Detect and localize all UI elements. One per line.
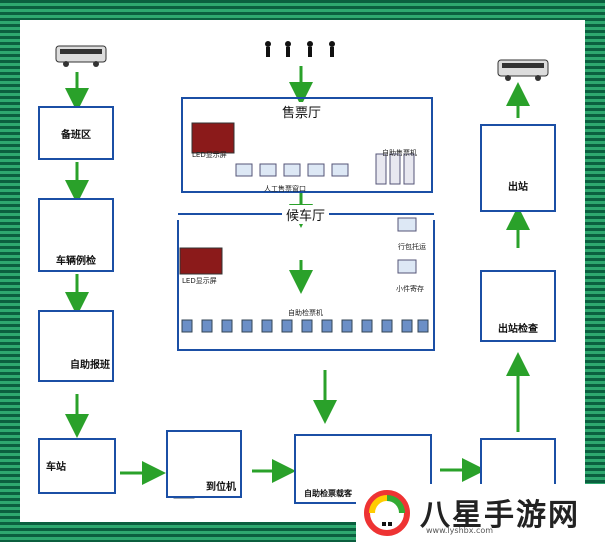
self-report-box: 自助报班 [38,310,114,382]
watermark-url: www.lyshbx.com [426,526,494,535]
ticket-led-label: LED显示屏 [192,151,227,159]
watermark-logo-icon [364,490,410,536]
watermark-text: 八星手游网 [420,498,580,533]
dispatch-box: 备班区 [38,106,114,160]
ticket-gates-icon [181,319,429,333]
luggage-label: 行包托运 [398,243,426,251]
exit-check-label: 出站检查 [498,324,538,335]
ticket-hall-title: 售票厅 [278,102,326,121]
arrival-box: 到位机 [166,430,242,498]
arrival-label: 到位机 [206,482,236,493]
ticket-machine-icon [375,153,415,185]
small-storage-label: 小件寄存 [396,285,424,293]
manual-window-label: 人工售票窗口 [264,185,306,193]
waiting-hall-box [177,220,435,351]
passengers-icon [265,41,335,57]
luggage-computer-icon [397,217,417,232]
watermark-box [356,484,605,542]
ticket-hall-box [181,97,433,193]
self-check-label: 自助检票载客 [304,489,352,498]
diagram-panel: 备班区 车辆例检 自助报班 车站 到位机 自助检票载客 出站 出站检查 售票厅 … [20,20,585,522]
exit-box: 出站 [480,124,556,212]
self-ticket-label: 自助售票机 [382,149,417,157]
exit-label: 出站 [508,182,528,193]
inspection-box: 车辆例检 [38,198,114,272]
self-report-label: 自助报班 [70,360,110,371]
bottom-stripe [0,522,356,542]
waiting-led-label: LED显示屏 [182,277,217,285]
led-screen-icon [179,247,223,275]
storage-computer-icon [397,259,417,274]
dispatch-label: 备班区 [61,130,91,141]
led-screen-icon [191,122,235,154]
inspection-label: 车辆例检 [56,256,96,267]
station-box: 车站 [38,438,116,494]
bus-icon [497,59,549,81]
exit-check-box: 出站检查 [480,270,556,342]
ticket-computers-icon [235,163,349,177]
waiting-hall-title: 候车厅 [282,205,330,224]
station-label: 车站 [46,462,66,473]
gate-label: 自助检票机 [288,309,323,317]
bus-icon [55,45,107,67]
